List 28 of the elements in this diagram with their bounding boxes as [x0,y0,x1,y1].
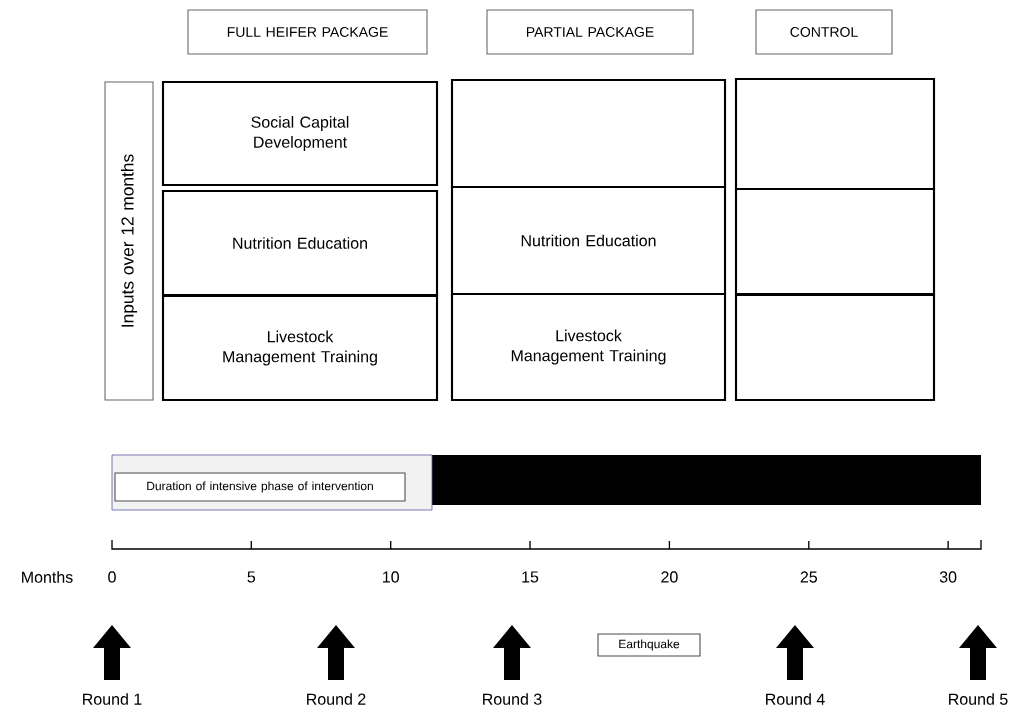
round-label: Round 4 [766,693,825,705]
group-header-box: FULL HEIFER PACKAGE [187,9,428,55]
tick-label: 25 [800,571,817,583]
tick-label: 30 [939,571,957,583]
side-label-box: Inputs over 12 months [104,81,154,401]
group-header-box: CONTROL [755,9,893,55]
round-label: Round 3 [483,693,542,705]
note-box: Earthquake [597,633,701,657]
round-label: Round 2 [307,693,366,705]
note-box: Duration of intensive phase of intervention [114,472,406,502]
axis-title: Months [22,571,73,583]
tick-label: 5 [247,571,256,583]
tick-label: 20 [661,571,678,583]
empty-cell [734,77,936,191]
empty-cell [734,293,936,402]
tick-label: 15 [522,571,539,583]
empty-cell [734,187,936,296]
round-label: Round 1 [83,693,142,705]
input-cell: Social Capital Development [161,80,439,187]
tick-label: 10 [383,571,399,583]
empty-cell [450,78,727,189]
input-cell: Nutrition Education [161,189,439,297]
round-label: Round 5 [949,693,1008,705]
group-header-box: PARTIAL PACKAGE [486,9,694,55]
input-cell: Livestock Management Training [450,292,727,402]
input-cell: Livestock Management Training [161,294,439,402]
input-cell: Nutrition Education [450,185,727,296]
tick-label: 0 [108,571,116,583]
